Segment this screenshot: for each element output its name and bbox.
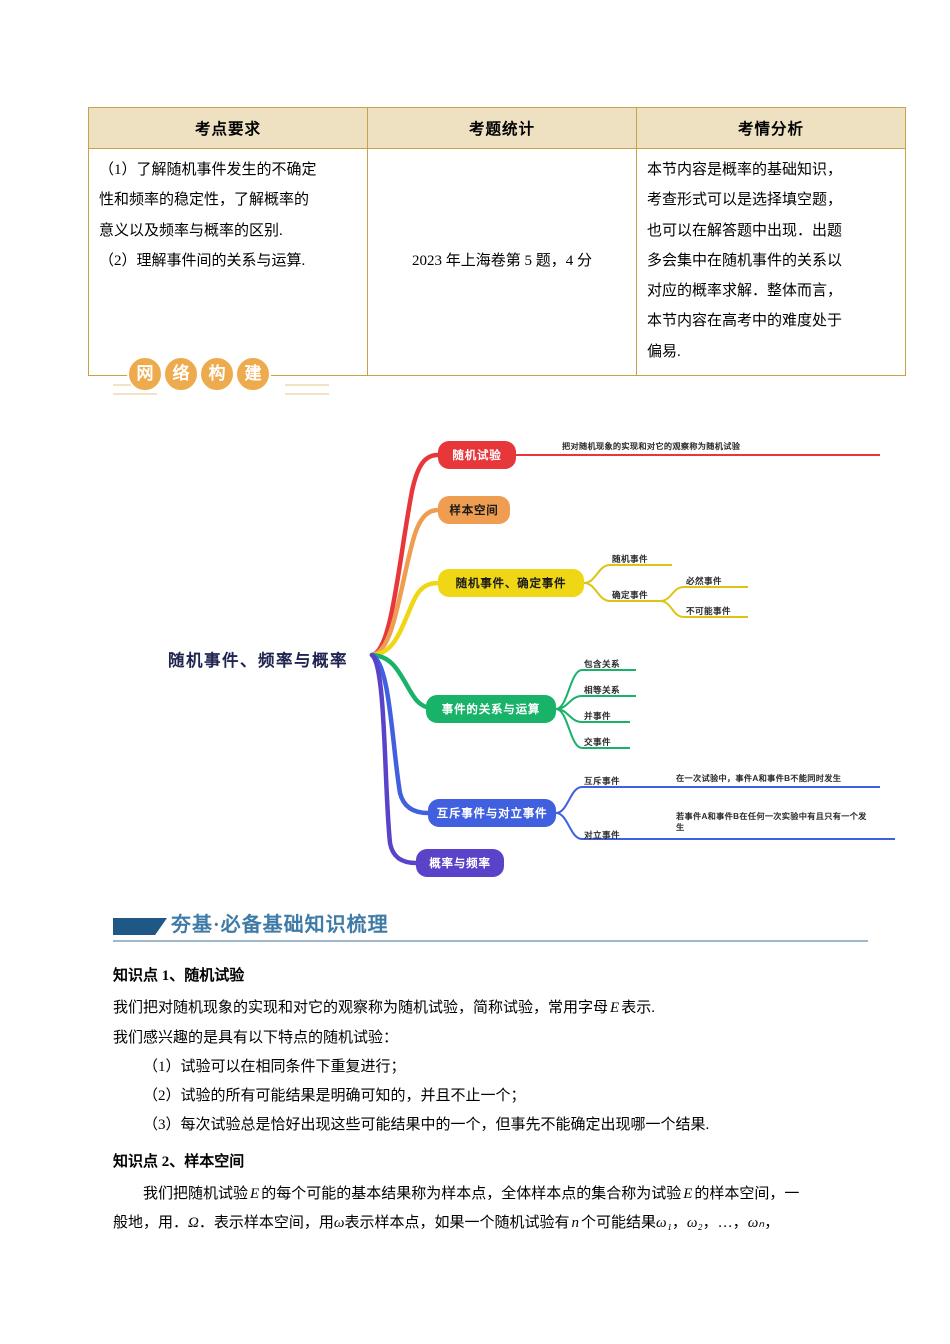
mindmap: 随机事件、频率与概率 随机试验 样本空间 随机事件、确定事件 事件的关系与运算 … xyxy=(0,415,950,905)
symbol-E: E xyxy=(610,1000,620,1017)
table-header-statistics: 考题统计 xyxy=(367,107,637,149)
symbol-n: n xyxy=(571,1215,580,1231)
kp2-dots: …， xyxy=(717,1215,748,1231)
kp2-text-g: 个可能结果 xyxy=(581,1215,657,1231)
cell-exam-requirements: （1）了解随机事件发生的不确定 性和频率的稳定性，了解概率的 意义以及频率与概率… xyxy=(88,147,368,377)
knowledge-point-1-line-2: 我们感兴趣的是具有以下特点的随机试验： xyxy=(113,1029,399,1046)
analysis-line: 考查形式可以是选择填空题， xyxy=(647,192,843,209)
kp2-text-f: 表示样本点，如果一个随机试验有 xyxy=(344,1215,570,1231)
knowledge-point-1-line-3: （1）试验可以在相同条件下重复进行； xyxy=(143,1058,406,1075)
knowledge-point-2-title: 知识点 2、样本空间 xyxy=(113,1153,245,1170)
mindmap-node-probability-frequency[interactable]: 概率与频率 xyxy=(416,849,504,877)
table-header-analysis: 考情分析 xyxy=(636,107,906,149)
symbol-omega: ω xyxy=(333,1215,345,1231)
kp2-text-b: 的每个可能的基本结果称为样本点，全体样本点的集合称为试验 xyxy=(261,1185,682,1202)
requirement-line: （2）理解事件间的关系与运算. xyxy=(99,252,306,269)
analysis-line: 对应的概率求解．整体而言， xyxy=(647,283,843,300)
kp2-sep-2: ， xyxy=(702,1215,718,1231)
mindmap-node-sample-space[interactable]: 样本空间 xyxy=(438,496,510,524)
analysis-line: 偏易. xyxy=(647,343,681,360)
mindmap-sub-inclusion-relation: 包含关系 xyxy=(584,659,620,669)
requirement-line: （1）了解随机事件发生的不确定 xyxy=(99,162,317,178)
mindmap-node-random-and-certain-events[interactable]: 随机事件、确定事件 xyxy=(438,569,584,597)
kp1-text-a: 我们把对随机现象的实现和对它的观察称为随机试验，简称试验，常用字母 xyxy=(113,1000,609,1017)
analysis-line: 多会集中在随机事件的关系以 xyxy=(647,252,843,269)
section-title: 夯基·必备基础知识梳理 xyxy=(171,914,389,936)
table-header-row: 考点要求 考题统计 考情分析 xyxy=(88,107,906,149)
requirement-line: 意义以及频率与概率的区别. xyxy=(99,222,283,239)
mindmap-leaf-inevitable-event: 必然事件 xyxy=(686,576,722,586)
knowledge-body: 知识点 1、随机试验 我们把对随机现象的实现和对它的观察称为随机试验，简称试验，… xyxy=(113,955,875,1238)
cell-exam-statistics: 2023 年上海卷第 5 题，4 分 xyxy=(367,147,637,377)
kp1-text-b: 表示. xyxy=(621,1000,655,1017)
symbol-E-1: E xyxy=(250,1185,260,1202)
symbol-omega-1: ω₁ xyxy=(656,1215,672,1231)
mindmap-leaf-random-experiment-def: 把对随机现象的实现和对它的观察称为随机试验 xyxy=(562,442,741,451)
analysis-line: 本节内容是概率的基础知识， xyxy=(647,162,843,178)
symbol-omega-capital: Ω xyxy=(188,1215,199,1231)
exam-point-table: 考点要求 考题统计 考情分析 （1）了解随机事件发生的不确定 性和频率的稳定性，… xyxy=(88,107,906,377)
mindmap-sub-opposite-event: 对立事件 xyxy=(584,830,620,840)
table-row: （1）了解随机事件发生的不确定 性和频率的稳定性，了解概率的 意义以及频率与概率… xyxy=(88,147,906,377)
badge-underline-right xyxy=(285,384,329,395)
mindmap-sub-mutually-exclusive-event: 互斥事件 xyxy=(584,776,620,786)
symbol-omega-2: ω₂ xyxy=(686,1215,703,1231)
network-construction-badge: 网 络 构 建 xyxy=(113,356,343,400)
knowledge-point-1-line-4: （2）试验的所有可能结果是明确可知的，并且不止一个； xyxy=(143,1088,526,1104)
kp2-end: ， xyxy=(764,1215,780,1231)
section-header: 夯基·必备基础知识梳理 xyxy=(113,908,868,950)
mindmap-sub-union-event: 并事件 xyxy=(584,711,611,721)
badge-char-4: 建 xyxy=(235,356,271,392)
mindmap-leaf-impossible-event: 不可能事件 xyxy=(686,606,731,616)
symbol-E-2: E xyxy=(683,1185,693,1202)
mindmap-connectors xyxy=(369,452,895,866)
badge-char-1: 网 xyxy=(127,356,163,392)
kp2-text-c: 的样本空间，一 xyxy=(694,1185,800,1202)
table-header-requirement: 考点要求 xyxy=(88,107,368,149)
kp2-sep-1: ， xyxy=(671,1215,687,1231)
mindmap-sub-random-event: 随机事件 xyxy=(612,554,648,564)
section-divider xyxy=(113,940,868,942)
analysis-line: 也可以在解答题中出现．出题 xyxy=(647,222,843,239)
mindmap-node-mutually-exclusive-opposite[interactable]: 互斥事件与对立事件 xyxy=(428,799,556,827)
kp2-text-d: 般地，用． xyxy=(113,1215,189,1231)
mindmap-leaf-opposite-def: 若事件A和事件B在任何一次实验中有且只有一个发生 xyxy=(676,812,867,833)
cell-exam-analysis: 本节内容是概率的基础知识， 考查形式可以是选择填空题， 也可以在解答题中出现．出… xyxy=(636,147,906,377)
badge-char-2: 络 xyxy=(163,356,199,392)
mindmap-sub-equality-relation: 相等关系 xyxy=(584,685,620,695)
mindmap-sub-certain-event: 确定事件 xyxy=(612,590,648,600)
section-flag-icon xyxy=(113,918,167,935)
kp2-text-e: ．表示样本空间，用 xyxy=(198,1215,334,1231)
knowledge-point-1-title: 知识点 1、随机试验 xyxy=(113,968,245,984)
badge-char-3: 构 xyxy=(199,356,235,392)
mindmap-node-random-experiment[interactable]: 随机试验 xyxy=(438,441,516,469)
analysis-line: 本节内容在高考中的难度处于 xyxy=(647,313,843,330)
mindmap-center-label: 随机事件、频率与概率 xyxy=(168,652,348,670)
mindmap-sub-intersection-event: 交事件 xyxy=(584,737,611,747)
requirement-line: 性和频率的稳定性，了解概率的 xyxy=(99,192,310,209)
kp2-text-a: 我们把随机试验 xyxy=(143,1185,249,1202)
mindmap-node-event-relations-operations[interactable]: 事件的关系与运算 xyxy=(426,695,556,723)
mindmap-leaf-mutually-exclusive-def: 在一次试验中，事件A和事件B不能同时发生 xyxy=(676,774,842,783)
knowledge-point-1-line-5: （3）每次试验总是恰好出现这些可能结果中的一个，但事先不能确定出现哪一个结果. xyxy=(143,1117,710,1134)
symbol-omega-n: ωₙ xyxy=(747,1215,765,1231)
